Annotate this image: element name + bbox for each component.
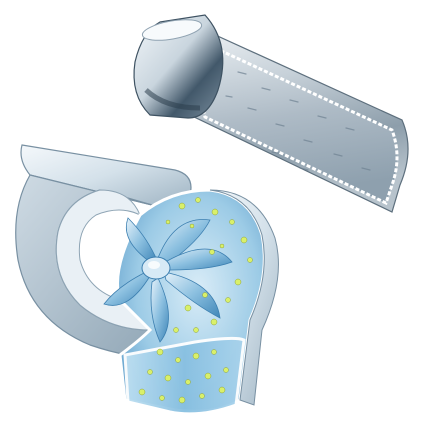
impeller-pump xyxy=(16,145,279,414)
